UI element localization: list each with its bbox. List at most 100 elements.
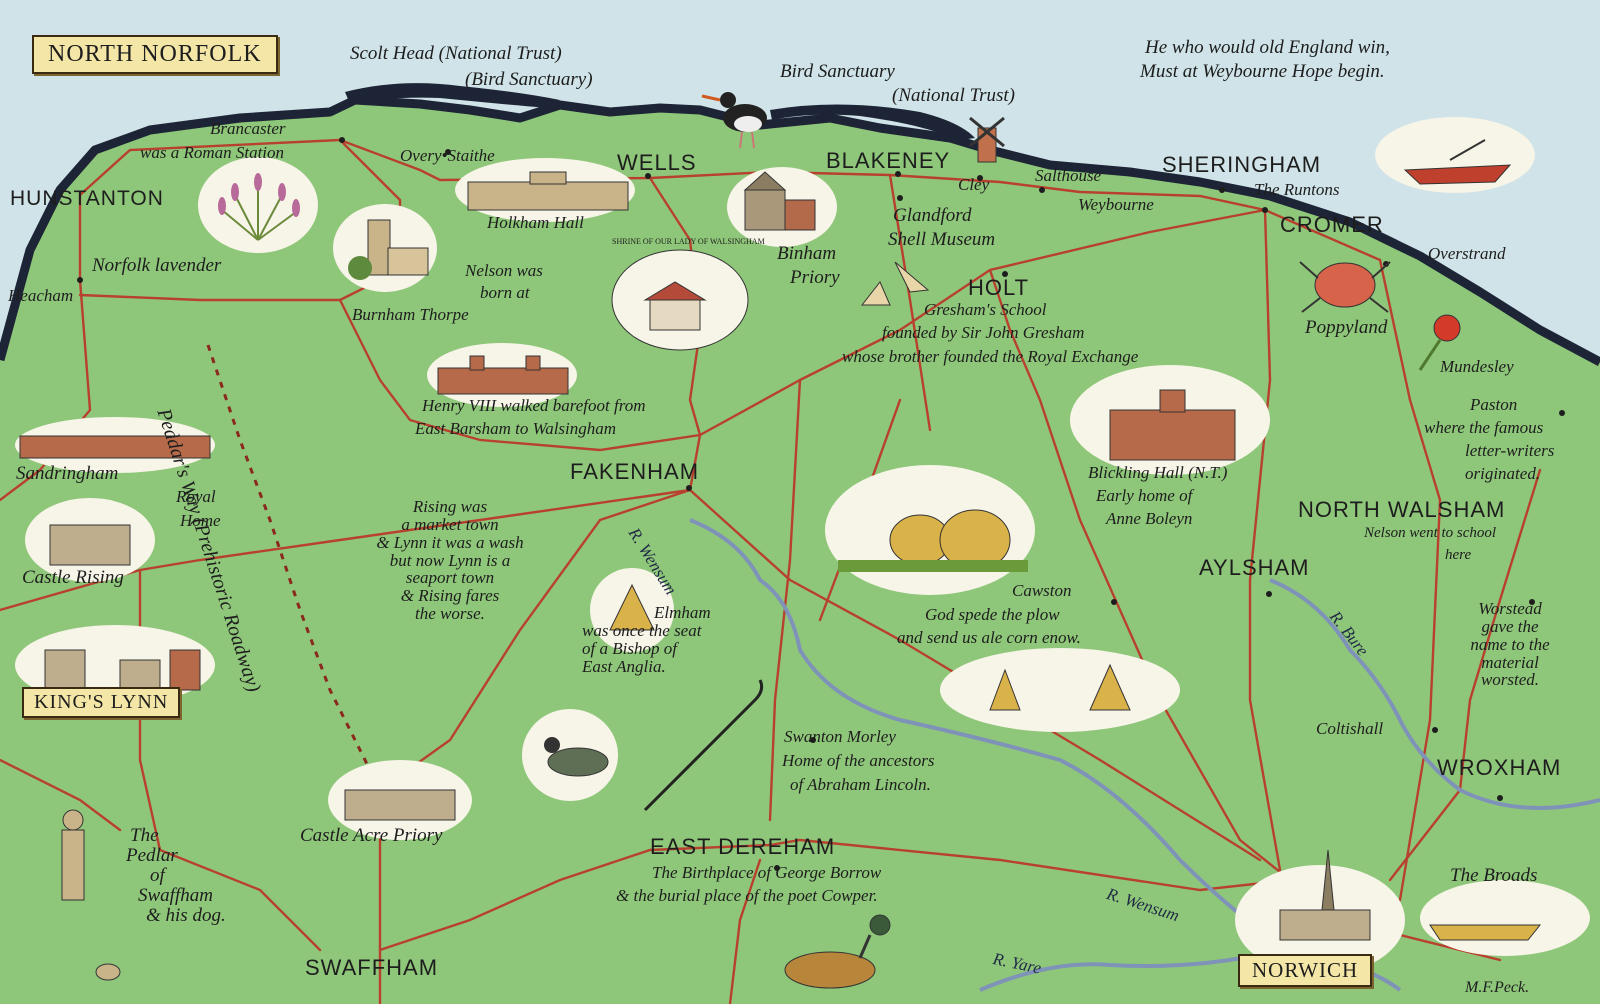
holkham-label: Holkham Hall [487, 213, 584, 232]
pedlar-line-2: Pedlar [126, 844, 178, 866]
paston-line-3: letter-writers [1465, 441, 1555, 460]
bird-sanctuary-label: Bird Sanctuary [780, 61, 895, 82]
pedlar-figure [61, 809, 121, 981]
cawston-line-1: Cawston [1012, 581, 1072, 600]
blickling-line-2: Early home of [1096, 486, 1193, 505]
motto-line-2: Must at Weybourne Hope begin. [1140, 61, 1385, 82]
norwich-banner: NORWICH [1238, 954, 1373, 987]
sandringham-house [15, 417, 215, 473]
castle-rising-label: Castle Rising [22, 567, 124, 588]
town-dots [77, 137, 1565, 871]
pedlar-note: The Pedlar of Swaffham & his dog. [120, 826, 270, 926]
east-dereham-label: EAST DEREHAM [650, 834, 836, 859]
cawston-line-2: God spede the plow [925, 605, 1060, 624]
heacham-label: Heacham [8, 286, 74, 305]
worstead-note: Worstead gave the name to the material w… [1455, 600, 1565, 689]
sheringham-lifeboat [1375, 117, 1535, 193]
gresham-line-1: Gresham's School [924, 300, 1047, 319]
map-title-banner: NORTH NORFOLK [32, 35, 278, 74]
elmham-line-1: Elmham [654, 603, 711, 622]
overy-staithe-label: Overy•Staithe [400, 146, 495, 165]
kings-lynn-skyline [15, 625, 215, 705]
scolt-head-island [345, 83, 560, 108]
elmham-note: Elmham was once the seat of a Bishop of … [582, 604, 782, 675]
castle-rising [25, 498, 155, 582]
blickling-line-3: Anne Boleyn [1106, 509, 1193, 528]
pedlar-line-5: & his dog. [146, 904, 226, 926]
poppy-flower [1418, 314, 1461, 371]
bird-sanctuary-sub: (National Trust) [892, 85, 1015, 106]
shell-sketches [860, 261, 930, 306]
pedlar-line-4: Swaffham [138, 884, 213, 906]
elmham-mitre [590, 568, 674, 652]
pedlar-line-3: of [150, 864, 165, 886]
binham-line-1: Binham [777, 243, 837, 264]
norwich-label: NORWICH [1252, 958, 1359, 982]
motto-line-1: He who would old England win, [1145, 37, 1390, 58]
brancaster-note: was a Roman Station [140, 143, 285, 162]
rising-line-5: seaport town [405, 568, 495, 588]
royal-home-line-2: Home [180, 511, 221, 530]
paston-line-2: where the famous [1424, 418, 1544, 437]
cromer-crab [1299, 261, 1391, 313]
east-barsham-manor [427, 343, 577, 407]
blakeney-point [770, 104, 975, 140]
binham-priory [727, 167, 837, 247]
worstead-line-3: name to the [1470, 634, 1550, 654]
lavender-vignette [198, 157, 318, 253]
pedlar-line-1: The [130, 825, 159, 846]
salthouse-label: Salthouse [1035, 166, 1102, 185]
swanton-line-2: Home of the ancestors [782, 751, 935, 770]
brancaster-label: Brancaster [210, 119, 286, 138]
blakeney-label: BLAKENEY [826, 148, 951, 173]
shrine-label: SHRINE OF OUR LADY OF WALSINGHAM [612, 237, 765, 246]
dereham-note-line-2: & the burial place of the poet Cowper. [616, 886, 878, 905]
cromer-label: CROMER [1280, 212, 1384, 237]
rising-line-1: Rising was [412, 497, 488, 516]
henry-line-2: East Barsham to Walsingham [415, 419, 617, 438]
coastline [0, 95, 1600, 366]
worstead-line-4: material [1481, 652, 1539, 672]
rising-line-3: & Lynn it was a wash [376, 532, 524, 552]
haystacks [825, 465, 1035, 595]
henry-line-1: Henry VIII walked barefoot from [422, 396, 646, 415]
castle-acre-priory [328, 760, 472, 840]
paston-line-1: Paston [1470, 395, 1518, 414]
fakenham-label: FAKENHAM [570, 459, 700, 484]
poppyland-label: Poppyland [1305, 317, 1388, 338]
swanton-line-3: of Abraham Lincoln. [790, 775, 931, 794]
nelson-school-line-1: Nelson went to school [1364, 525, 1497, 541]
walsingham-shrine [611, 249, 749, 351]
oystercatcher-bird [701, 92, 767, 149]
gresham-line-2: founded by Sir John Gresham [882, 323, 1085, 342]
binham-line-2: Priory [790, 267, 840, 288]
overstrand-label: Overstrand [1428, 244, 1506, 263]
aylsham-label: AYLSHAM [1199, 555, 1310, 580]
artist-signature: M.F.Peck. [1465, 979, 1530, 996]
kings-lynn-banner: KING'S LYNN [22, 687, 181, 718]
blickling-hall [1070, 365, 1270, 475]
dereham-note-line-1: The Birthplace of George Borrow [652, 863, 882, 882]
corn-stooks [940, 648, 1180, 732]
kings-lynn-label: KING'S LYNN [34, 691, 169, 713]
cley-windmill [969, 116, 1005, 163]
mundesley-label: Mundesley [1440, 357, 1514, 376]
broads-boat [1420, 880, 1590, 956]
lapwing-bird [522, 709, 618, 801]
worstead-line-5: worsted. [1480, 670, 1540, 690]
elmham-line-2: was once the seat [582, 620, 702, 640]
glandford-line-1: Glandford [893, 205, 972, 226]
rising-line-7: the worse. [415, 604, 485, 624]
rising-line-4: but now Lynn is a [389, 550, 511, 570]
glandford-line-2: Shell Museum [888, 229, 996, 250]
elmham-line-3: of a Bishop of [582, 638, 677, 658]
swaffham-label: SWAFFHAM [305, 955, 439, 980]
holkham-hall [455, 158, 635, 222]
norwich-cathedral [1235, 849, 1405, 975]
burnham-thorpe-church [333, 204, 437, 292]
burnham-thorpe-label: Burnham Thorpe [352, 305, 469, 324]
blickling-line-1: Blickling Hall (N.T.) [1088, 463, 1228, 482]
coltishall-label: Coltishall [1316, 719, 1384, 738]
